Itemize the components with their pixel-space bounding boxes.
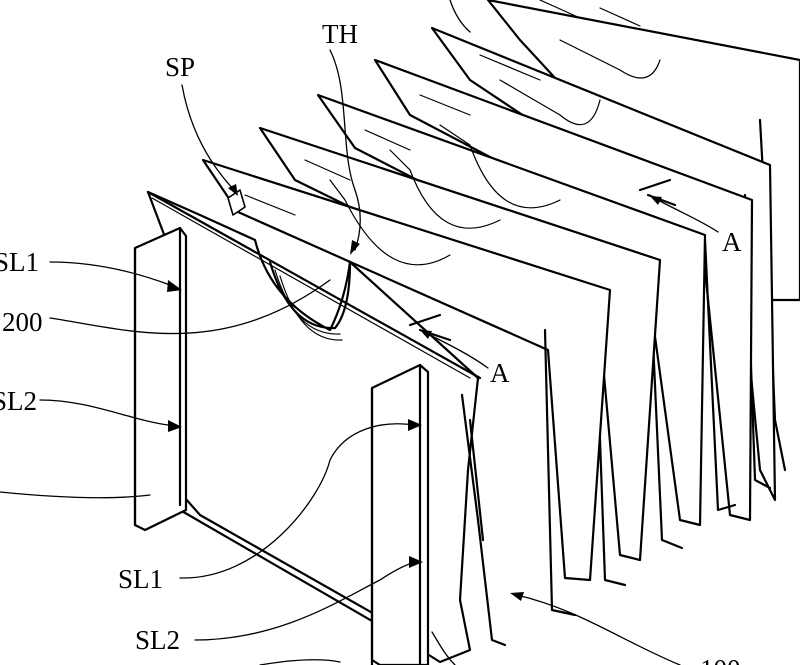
label-sl1-left: SL1 [0, 247, 39, 277]
label-ref-bottom-right: 100 [700, 654, 741, 665]
leader-lines [0, 0, 719, 665]
label-a-lower: A [490, 358, 510, 388]
reference-labels: TH SP SL1 200 SL2 A A SL1 SL2 100 [0, 19, 742, 665]
label-200: 200 [2, 307, 43, 337]
left-support-strip [133, 226, 188, 532]
plate-4 [373, 58, 754, 522]
back-plates [201, 0, 800, 617]
label-sp: SP [165, 52, 195, 82]
label-sl2-left: SL2 [0, 386, 37, 416]
front-support-strip [370, 363, 430, 665]
label-a-upper: A [722, 227, 742, 257]
label-sl1-bottom: SL1 [118, 564, 163, 594]
label-sl2-bottom: SL2 [135, 625, 180, 655]
label-th: TH [322, 19, 358, 49]
